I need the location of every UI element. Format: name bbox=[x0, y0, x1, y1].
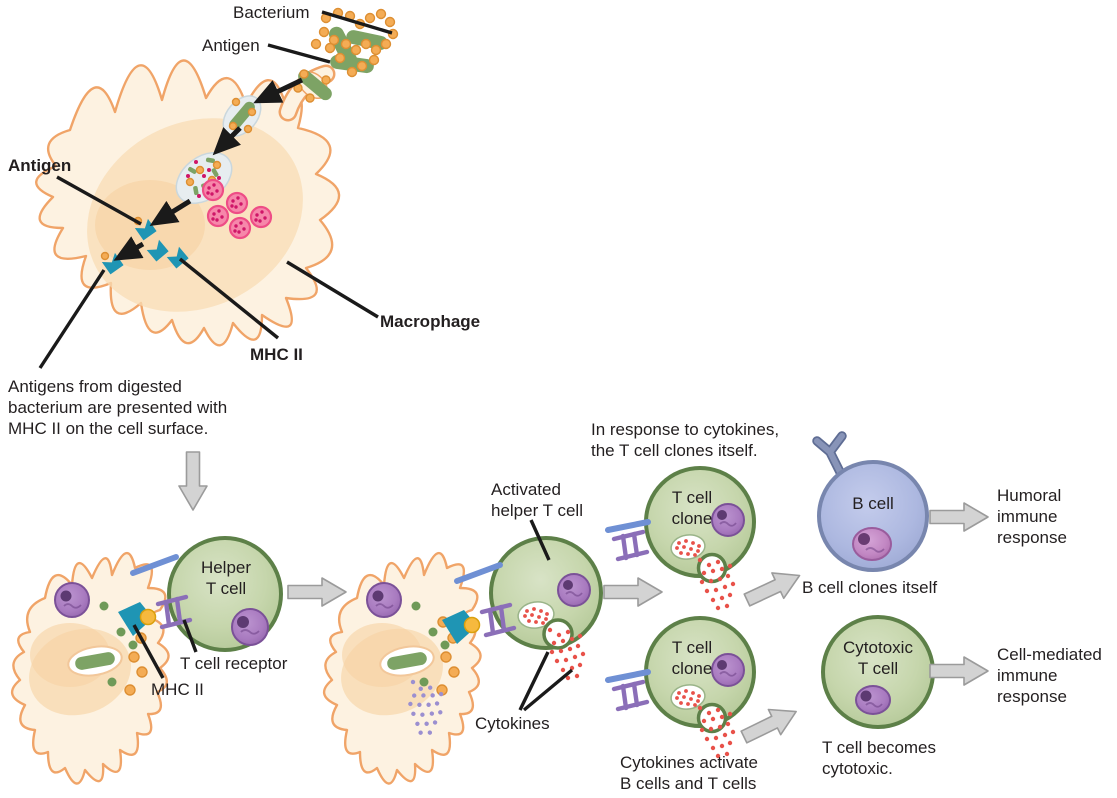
label-cell-mediated-response: Cell-mediated immune response bbox=[997, 645, 1102, 706]
helper-t-cell bbox=[167, 536, 283, 652]
label-b-cell: B cell bbox=[852, 494, 894, 513]
arrow-to-cell-mediated bbox=[929, 656, 989, 686]
label-antigen-surface: Antigen bbox=[8, 156, 72, 175]
arrow-to-b-cell bbox=[740, 561, 807, 614]
pointer-lines-middle bbox=[518, 519, 574, 712]
label-helper-t-cell: Helper T cell bbox=[200, 558, 252, 598]
label-activated-helper-t-cell: Activated helper T cell bbox=[491, 480, 583, 520]
label-t-cell-receptor: T cell receptor bbox=[180, 654, 288, 673]
b-cell bbox=[812, 431, 929, 572]
label-cytokines: Cytokines bbox=[475, 714, 550, 733]
arrow-down-to-activation bbox=[178, 451, 208, 511]
arrow-right-1 bbox=[287, 577, 347, 607]
arrow-to-humoral bbox=[929, 502, 989, 532]
label-t-cell-clone-2: T cell clone bbox=[671, 638, 713, 678]
label-t-cell-clone-1: T cell clone bbox=[671, 488, 713, 528]
label-cytotoxic-t-cell: Cytotoxic T cell bbox=[843, 638, 913, 678]
macrophage-presenting-2 bbox=[322, 551, 482, 785]
label-mhc2-macrophage: MHC II bbox=[250, 345, 303, 364]
label-bacterium: Bacterium bbox=[233, 3, 310, 22]
lysosomes bbox=[201, 178, 273, 240]
caption-antigen-presentation: Antigens from digested bacterium are pre… bbox=[8, 377, 228, 438]
label-mhc2-junction: MHC II bbox=[151, 680, 204, 699]
caption-cytokines-activate: Cytokines activate B cells and T cells bbox=[620, 753, 758, 793]
label-humoral-response: Humoral immune response bbox=[997, 486, 1067, 547]
phagocytosis-arrows bbox=[113, 77, 304, 261]
macrophage-presenting-1 bbox=[10, 551, 170, 785]
label-macrophage: Macrophage bbox=[380, 312, 481, 331]
pointer-lines-top bbox=[38, 10, 393, 369]
label-antigen-top: Antigen bbox=[202, 36, 260, 55]
caption-t-cell-clones: In response to cytokines, the T cell clo… bbox=[591, 420, 780, 460]
arrow-to-cytotoxic bbox=[737, 698, 804, 751]
caption-t-cell-becomes-cytotoxic: T cell becomes cytotoxic. bbox=[822, 738, 937, 778]
arrow-right-2 bbox=[603, 577, 663, 607]
engulfed-bacterium bbox=[293, 69, 332, 103]
label-b-cell-clones-itself: B cell clones itself bbox=[802, 578, 938, 597]
pointer-lines-junction-1 bbox=[132, 619, 198, 679]
bacteria-cluster bbox=[310, 7, 399, 78]
